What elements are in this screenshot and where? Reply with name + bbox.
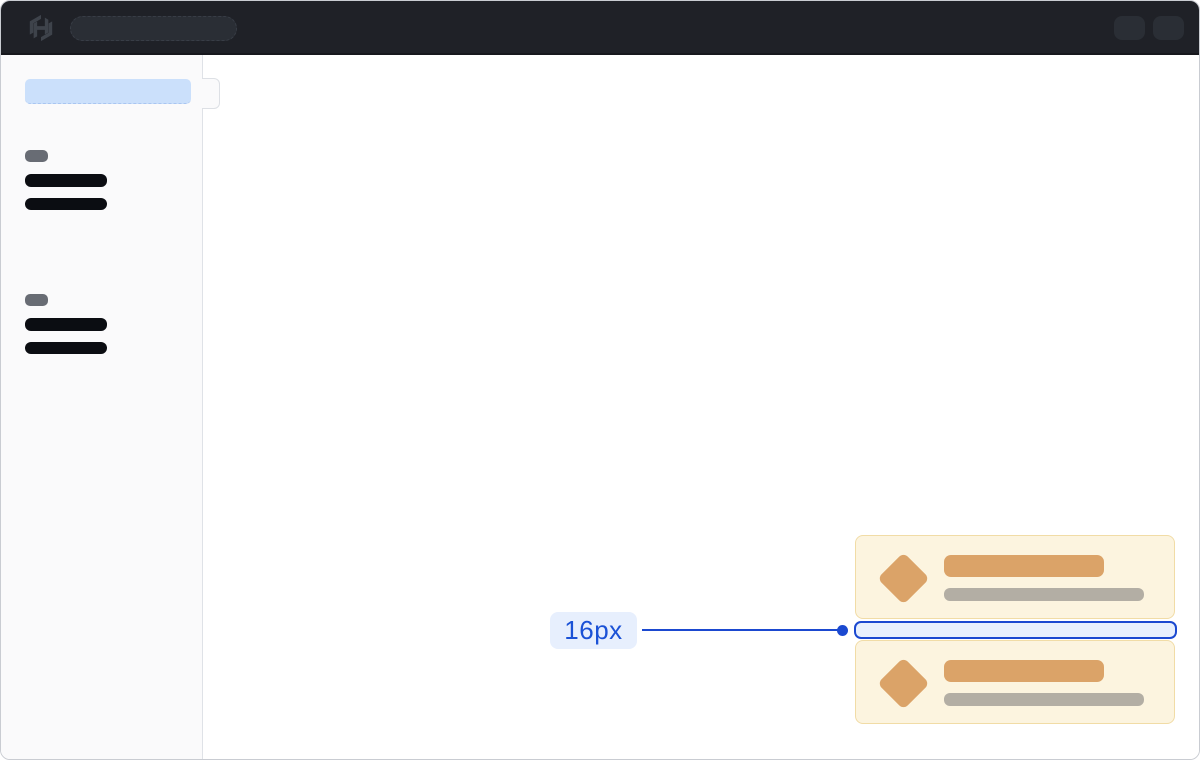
topbar-action-skeleton-2[interactable] bbox=[1153, 16, 1184, 40]
diamond-icon bbox=[877, 552, 930, 605]
spacing-label: 16px bbox=[550, 612, 637, 649]
hashicorp-logo-icon bbox=[27, 14, 55, 42]
card-title-skeleton bbox=[944, 660, 1104, 682]
sidebar-toggle-tab[interactable] bbox=[202, 78, 220, 109]
card-text-skeleton bbox=[944, 693, 1144, 706]
sidebar-active-item-skeleton[interactable] bbox=[25, 79, 191, 104]
sidebar-nav-item-skeleton[interactable] bbox=[25, 198, 107, 210]
card-title-skeleton bbox=[944, 555, 1104, 577]
measurement-dot bbox=[837, 625, 848, 636]
sidebar-nav-item-skeleton[interactable] bbox=[25, 342, 107, 354]
sidebar-section-label-skeleton bbox=[25, 150, 48, 162]
search-input-skeleton[interactable] bbox=[70, 16, 237, 41]
topbar-action-skeleton-1[interactable] bbox=[1114, 16, 1145, 40]
sidebar-nav-item-skeleton[interactable] bbox=[25, 174, 107, 187]
measurement-line bbox=[642, 629, 838, 631]
diamond-icon bbox=[877, 657, 930, 710]
card-text-skeleton bbox=[944, 588, 1144, 601]
card-skeleton-1 bbox=[855, 535, 1175, 619]
card-skeleton-2 bbox=[855, 640, 1175, 724]
sidebar-nav-item-skeleton[interactable] bbox=[25, 318, 107, 331]
spacing-gap-highlight bbox=[854, 621, 1177, 639]
topbar bbox=[1, 1, 1199, 55]
sidebar bbox=[1, 55, 203, 759]
sidebar-section-label-skeleton bbox=[25, 294, 48, 306]
